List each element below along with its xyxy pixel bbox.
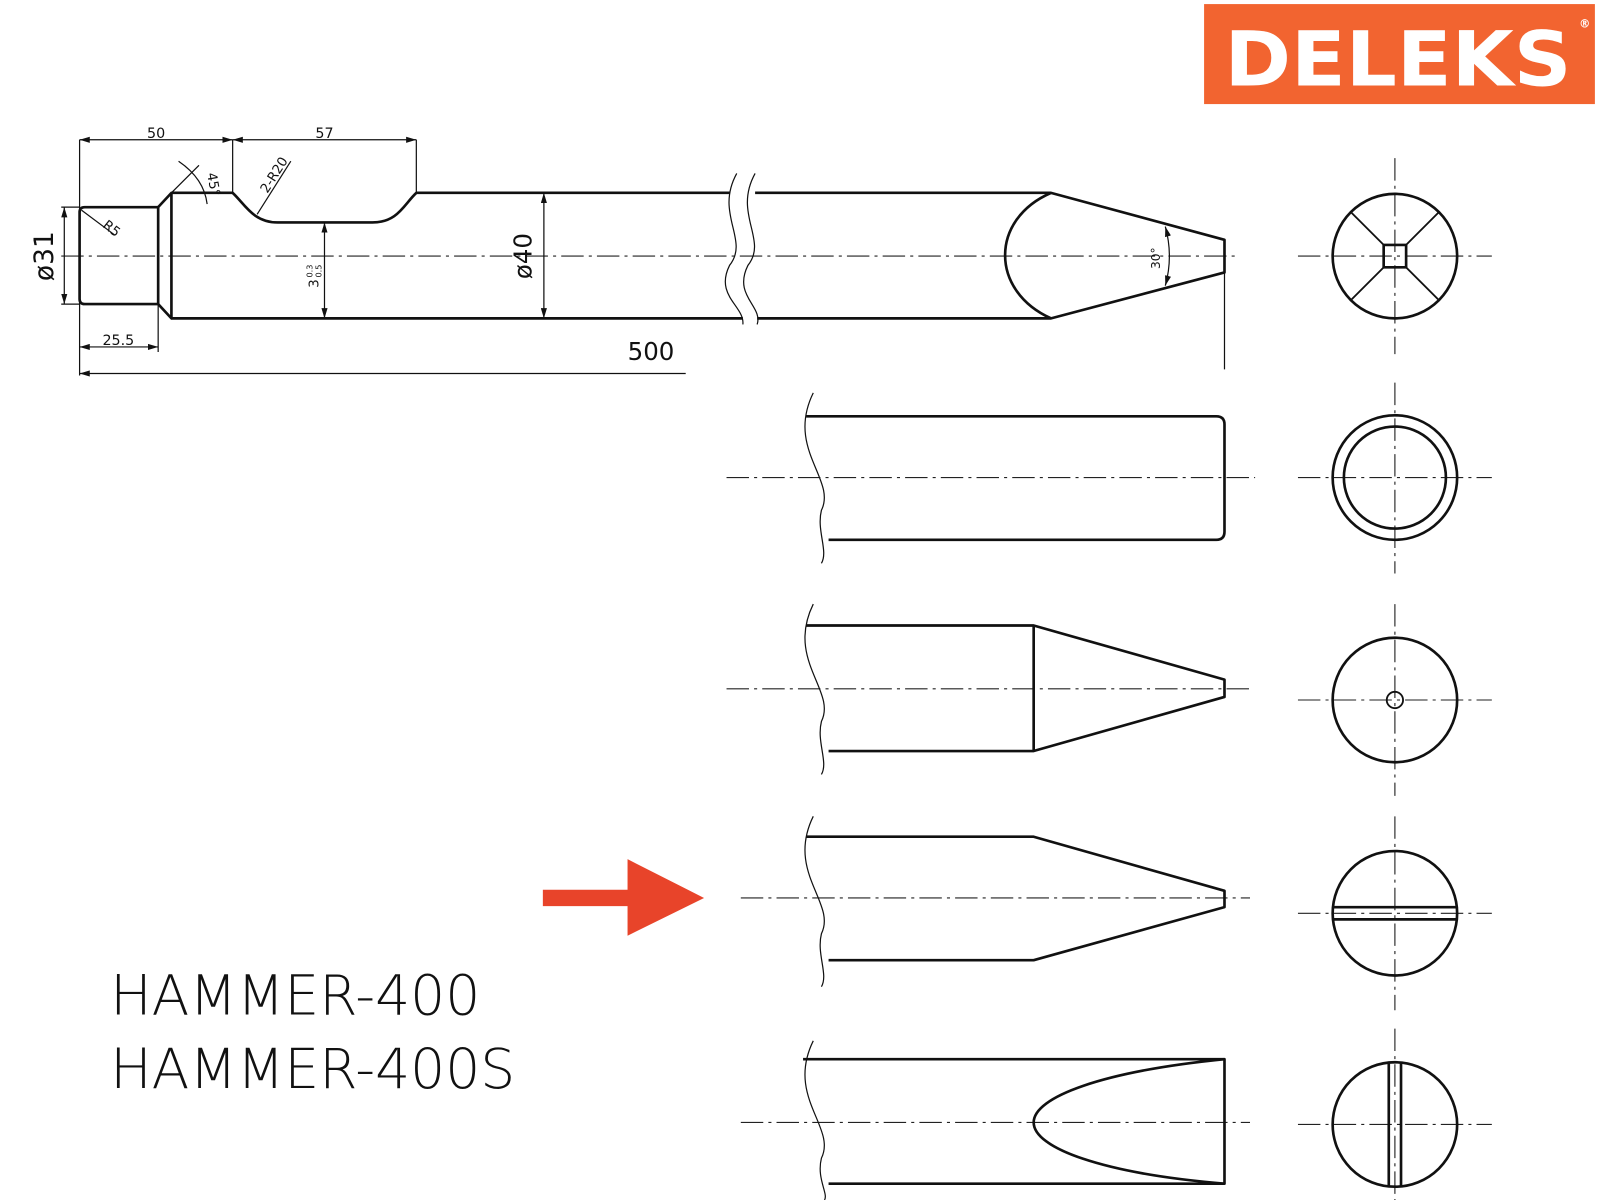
dim-groove-radius: 2-R20 bbox=[258, 155, 292, 196]
tol-lower: 0.5 bbox=[313, 265, 323, 278]
arrow-indicator bbox=[542, 859, 705, 936]
dim-shank-diameter: ø31 bbox=[29, 231, 60, 281]
wide-chisel-view bbox=[740, 1028, 1492, 1200]
blunt-tool-view bbox=[726, 382, 1492, 574]
model-label-2: HAMMER-400S bbox=[110, 1037, 515, 1101]
end-view-pyramid-point bbox=[1297, 158, 1492, 355]
dim-groove-depth: 3 0.3 0.5 bbox=[304, 265, 323, 288]
svg-text:3: 3 bbox=[307, 279, 322, 287]
registered-mark: ® bbox=[1579, 18, 1590, 31]
end-view-wide-chisel bbox=[1331, 1060, 1459, 1189]
dim-groove-length: 57 bbox=[315, 126, 333, 142]
end-view-moil bbox=[1331, 636, 1459, 764]
main-side-view: 50 57 45° 2-R20 R5 ø31 3 0.3 0.5 ø40 30°… bbox=[29, 126, 1237, 377]
dim-shank-length: 50 bbox=[147, 126, 165, 142]
tol-upper: 0.3 bbox=[304, 265, 314, 278]
dim-tip-angle: 30° bbox=[1149, 247, 1163, 269]
deleks-logo: DELEKS ® bbox=[1204, 4, 1595, 105]
end-view-chisel bbox=[1331, 849, 1459, 977]
dim-collar-length: 25.5 bbox=[102, 333, 134, 349]
dim-end-radius: R5 bbox=[100, 218, 123, 241]
end-view-blunt bbox=[1331, 413, 1459, 542]
dim-body-diameter: ø40 bbox=[509, 233, 538, 279]
chisel-view bbox=[542, 816, 1492, 1011]
logo-text: DELEKS bbox=[1224, 16, 1571, 104]
model-label-1: HAMMER-400 bbox=[110, 963, 480, 1027]
dim-chamfer-angle: 45° bbox=[203, 172, 222, 198]
dim-total-length: 500 bbox=[628, 337, 675, 366]
moil-point-view bbox=[726, 603, 1492, 796]
